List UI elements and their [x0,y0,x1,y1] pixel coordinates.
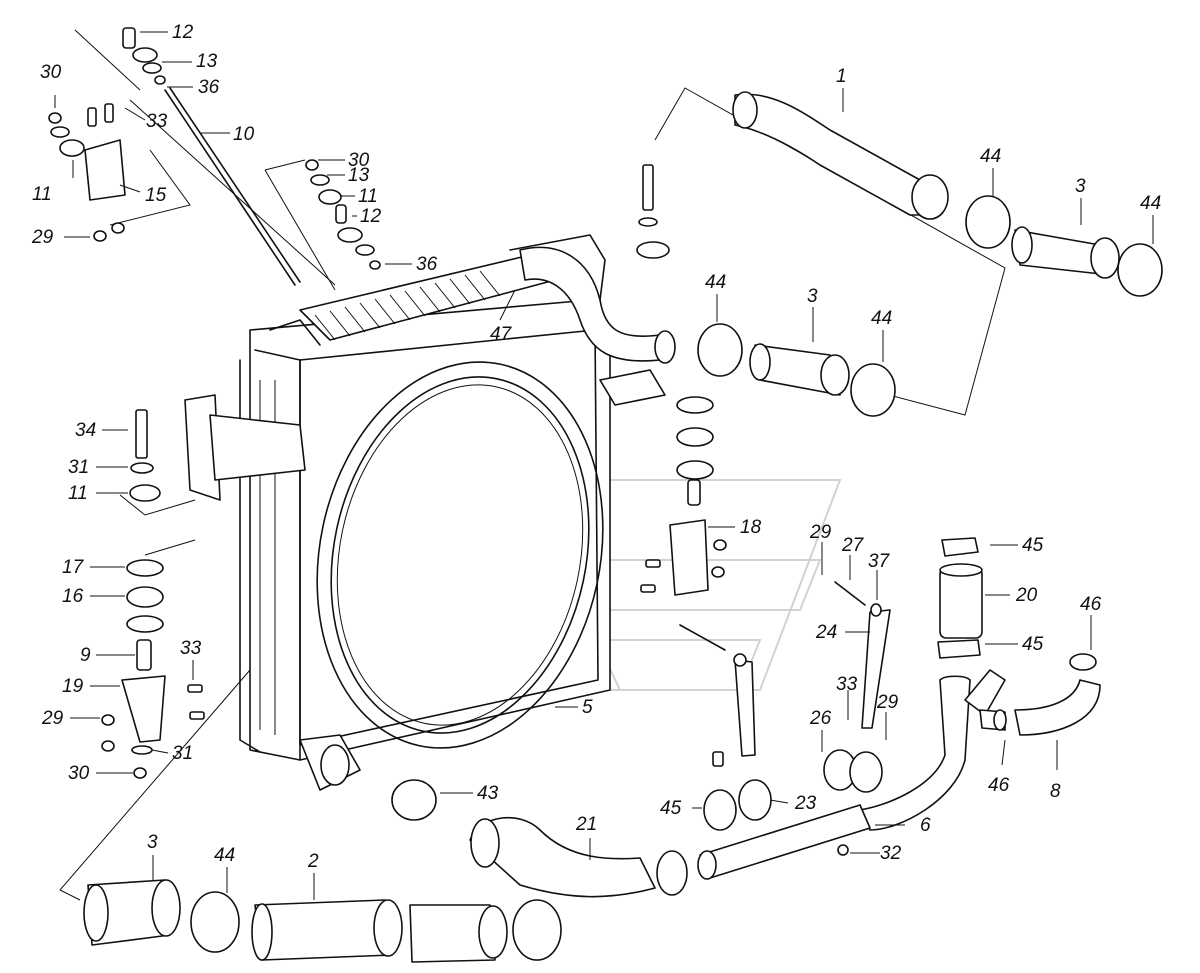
lower-pipe-group [469,537,1101,898]
callout-31: 31 [172,743,193,764]
callout-6: 6 [920,815,931,836]
callout-10: 10 [233,124,255,145]
callout-13: 13 [348,165,370,186]
callout-2: 2 [307,851,319,872]
callout-33: 33 [180,638,202,659]
bottom-hose-group [59,669,562,963]
left-mount-stack [101,409,205,779]
callout-46: 46 [1080,594,1102,615]
callout-15: 15 [145,185,167,206]
callout-12: 12 [172,22,194,43]
callout-44: 44 [980,146,1001,167]
callouts: 12 13 36 30 33 10 11 15 29 30 13 11 12 3… [31,22,1161,872]
callout-45: 45 [1022,634,1044,655]
callout-12: 12 [360,206,382,227]
callout-16: 16 [62,586,84,607]
callout-44: 44 [705,272,726,293]
callout-29: 29 [41,708,64,729]
center-mount-stack [599,164,727,596]
callout-8: 8 [1050,781,1061,802]
leader-lines [54,31,1154,900]
callout-32: 32 [880,843,902,864]
callout-1: 1 [836,66,847,87]
callout-44: 44 [1140,193,1161,214]
callout-29: 29 [809,522,832,543]
callout-37: 37 [868,551,891,572]
callout-30: 30 [68,763,90,784]
callout-11: 11 [68,483,88,504]
callout-44: 44 [214,845,235,866]
top-left-mount-parts [48,27,336,286]
upper-mount-parts [264,159,381,291]
callout-33: 33 [146,111,168,132]
callout-44: 44 [871,308,892,329]
callout-30: 30 [348,150,370,171]
callout-5: 5 [582,697,593,718]
callout-26: 26 [809,708,832,729]
callout-45: 45 [660,798,682,819]
callout-33: 33 [836,674,858,695]
callout-3: 3 [807,286,818,307]
callout-29: 29 [31,227,54,248]
callout-11: 11 [358,186,378,207]
callout-20: 20 [1015,585,1038,606]
callout-3: 3 [147,832,158,853]
callout-34: 34 [75,420,96,441]
callout-3: 3 [1075,176,1086,197]
callout-36: 36 [198,77,220,98]
callout-18: 18 [740,517,762,538]
callout-46: 46 [988,775,1010,796]
callout-45: 45 [1022,535,1044,556]
callout-13: 13 [196,51,218,72]
callout-23: 23 [794,793,817,814]
callout-11: 11 [32,184,52,205]
top-tank-ribs [314,270,501,341]
callout-36: 36 [416,254,438,275]
callout-30: 30 [40,62,62,83]
fan-shroud-ring [316,361,604,749]
callout-27: 27 [841,535,865,556]
callout-21: 21 [575,814,597,835]
callout-19: 19 [62,676,84,697]
radiator-assembly [184,234,676,791]
callout-17: 17 [62,557,85,578]
callout-43: 43 [477,783,499,804]
callout-29: 29 [876,692,899,713]
upper-hose-group [654,87,1163,417]
callout-24: 24 [815,622,837,643]
callout-47: 47 [490,324,513,345]
callout-9: 9 [80,645,91,666]
callout-31: 31 [68,457,89,478]
